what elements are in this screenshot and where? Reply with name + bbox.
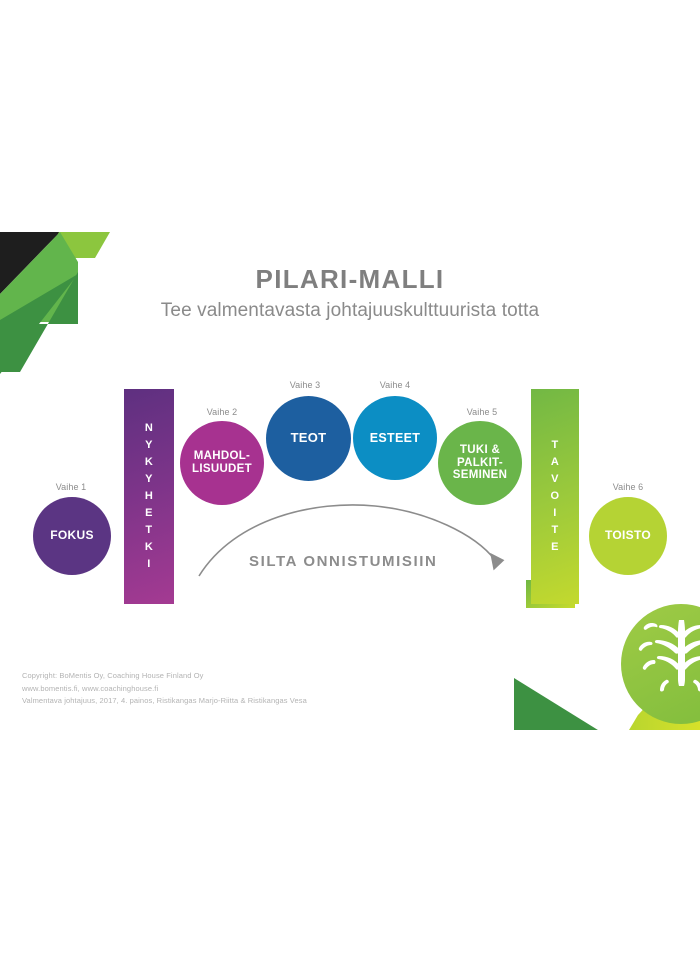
stage-label-1: Vaihe 1 bbox=[55, 482, 87, 492]
pillar-nykyhetki[interactable]: N Y K Y H E T K I bbox=[124, 389, 174, 604]
node-fokus[interactable]: FOKUS bbox=[33, 497, 111, 575]
copyright-line-2: www.bomentis.fi, www.coachinghouse.fi bbox=[22, 683, 159, 693]
node-label-line: LISUUDET bbox=[192, 463, 252, 475]
node-mahdollisuudet[interactable]: MAHDOL- LISUUDET bbox=[180, 421, 264, 505]
node-label-line: PALKIT- bbox=[457, 456, 503, 469]
pillar-letter: T bbox=[551, 439, 559, 451]
copyright-line-3: Valmentava johtajuus, 2017, 4. painos, R… bbox=[22, 696, 307, 705]
pillar-letter: O bbox=[550, 490, 560, 502]
page-subtitle: Tee valmentavasta johtajuuskulttuurista … bbox=[160, 300, 540, 321]
pillar-letter: T bbox=[551, 524, 559, 536]
node-teot[interactable]: TEOT bbox=[266, 396, 351, 481]
node-teot-label: TEOT bbox=[290, 430, 327, 446]
node-esteet[interactable]: ESTEET bbox=[353, 396, 437, 480]
pillar-letter: T bbox=[145, 524, 153, 536]
bridge-arrow-icon bbox=[198, 504, 505, 577]
node-label-line: TUKI & bbox=[459, 443, 501, 456]
pillar-letter: E bbox=[551, 541, 559, 553]
pillar-letter: I bbox=[147, 558, 151, 570]
node-tuki-ja-palkitseminen[interactable]: TUKI & PALKIT- SEMINEN bbox=[438, 421, 522, 505]
pillar-letter: I bbox=[553, 507, 557, 519]
pillar-tavoite[interactable]: T A V O I T E bbox=[531, 389, 579, 604]
pillar-letter: H bbox=[144, 490, 154, 502]
stage-label-6: Vaihe 6 bbox=[612, 482, 644, 492]
pillar-letter: K bbox=[144, 456, 154, 468]
node-label-line: MAHDOL- bbox=[193, 450, 251, 463]
pillar-tavoite-label: T A V O I T E bbox=[551, 437, 560, 556]
node-tuki-label: TUKI & PALKIT- SEMINEN bbox=[453, 444, 508, 483]
copyright-line-1: Copyright: BoMentis Oy, Coaching House F… bbox=[22, 671, 204, 680]
pillar-letter: K bbox=[144, 541, 154, 553]
pillar-letter: V bbox=[551, 473, 559, 485]
node-mahdollisuudet-label: MAHDOL- LISUUDET bbox=[192, 450, 252, 476]
node-fokus-label: FOKUS bbox=[50, 528, 94, 543]
stage-label-2: Vaihe 2 bbox=[206, 407, 238, 417]
page-title: PILARI-MALLI bbox=[255, 264, 445, 294]
pillar-nykyhetki-label: N Y K Y H E T K I bbox=[145, 420, 153, 573]
stage-label-5: Vaihe 5 bbox=[466, 407, 498, 417]
node-toisto-label: TOISTO bbox=[604, 528, 652, 543]
pillar-letter: A bbox=[550, 456, 560, 468]
pillar-letter: Y bbox=[145, 439, 153, 451]
title-block: PILARI-MALLI Tee valmentavasta johtajuus… bbox=[0, 263, 700, 323]
node-label-line: SEMINEN bbox=[452, 469, 508, 482]
node-esteet-label: ESTEET bbox=[369, 431, 421, 445]
pillar-letter: N bbox=[144, 422, 154, 434]
bridge-label: SILTA ONNISTUMISIIN bbox=[249, 553, 438, 570]
node-toisto[interactable]: TOISTO bbox=[589, 497, 667, 575]
stage-label-4: Vaihe 4 bbox=[379, 380, 411, 390]
pillar-letter: E bbox=[145, 507, 153, 519]
stage-label-3: Vaihe 3 bbox=[289, 380, 321, 390]
pillar-letter: Y bbox=[145, 473, 153, 485]
copyright-block: Copyright: BoMentis Oy, Coaching House F… bbox=[22, 670, 307, 708]
